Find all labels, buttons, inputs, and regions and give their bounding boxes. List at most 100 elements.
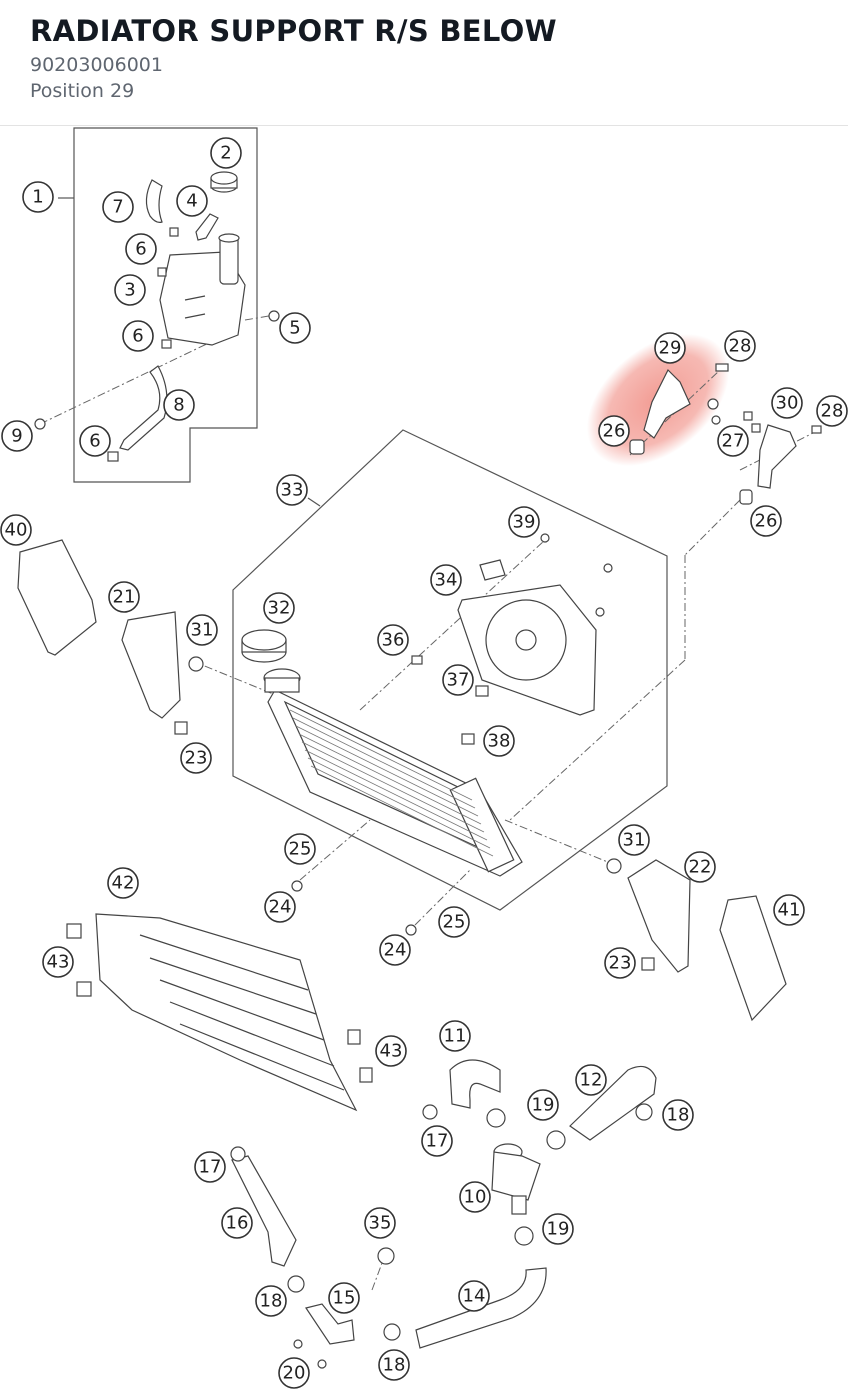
callout[interactable]: 11 bbox=[439, 1020, 471, 1052]
callout[interactable]: 12 bbox=[575, 1064, 607, 1096]
hose-11 bbox=[449, 1059, 501, 1109]
screw-28a bbox=[707, 363, 729, 425]
callout[interactable]: 29 bbox=[654, 332, 686, 364]
callout[interactable]: 23 bbox=[180, 742, 212, 774]
svg-text:29: 29 bbox=[659, 338, 682, 359]
callout[interactable]: 30 bbox=[771, 387, 803, 419]
callout[interactable]: 23 bbox=[604, 947, 636, 979]
callout[interactable]: 5 bbox=[279, 312, 311, 344]
hose-15 bbox=[305, 1303, 355, 1345]
callout[interactable]: 7 bbox=[102, 191, 134, 223]
callout[interactable]: 17 bbox=[421, 1125, 453, 1157]
callout[interactable]: 25 bbox=[284, 833, 316, 865]
radiator-guard-grille bbox=[95, 913, 358, 1112]
callout[interactable]: 15 bbox=[328, 1282, 360, 1314]
left-spoiler bbox=[121, 611, 204, 735]
radiator-fins bbox=[289, 709, 494, 857]
callout[interactable]: 39 bbox=[508, 506, 540, 538]
callout[interactable]: 38 bbox=[483, 725, 515, 757]
svg-text:37: 37 bbox=[447, 670, 470, 691]
callout[interactable]: 21 bbox=[108, 581, 140, 613]
svg-text:33: 33 bbox=[281, 480, 304, 501]
callout[interactable]: 6 bbox=[122, 320, 154, 352]
callout[interactable]: 14 bbox=[458, 1280, 490, 1312]
callout[interactable]: 43 bbox=[42, 946, 74, 978]
tank-cap bbox=[210, 171, 238, 193]
header: RADIATOR SUPPORT R/S BELOW 90203006001 P… bbox=[0, 0, 848, 126]
svg-text:12: 12 bbox=[580, 1070, 603, 1091]
svg-text:22: 22 bbox=[689, 857, 712, 878]
callout[interactable]: 27 bbox=[717, 425, 749, 457]
svg-text:16: 16 bbox=[226, 1213, 249, 1234]
callout[interactable]: 6 bbox=[125, 233, 157, 265]
svg-text:20: 20 bbox=[283, 1363, 306, 1384]
callout[interactable]: 24 bbox=[264, 891, 296, 923]
svg-text:41: 41 bbox=[778, 900, 801, 921]
svg-text:14: 14 bbox=[463, 1286, 486, 1307]
callout[interactable]: 35 bbox=[364, 1207, 396, 1239]
callout[interactable]: 36 bbox=[377, 624, 409, 656]
callout[interactable]: 41 bbox=[773, 894, 805, 926]
radiator-holder bbox=[739, 411, 822, 505]
svg-text:34: 34 bbox=[435, 570, 458, 591]
callout[interactable]: 20 bbox=[278, 1357, 310, 1389]
fan-fasteners bbox=[411, 533, 613, 745]
callout[interactable]: 19 bbox=[527, 1089, 559, 1121]
svg-text:21: 21 bbox=[113, 587, 136, 608]
callout[interactable]: 1 bbox=[22, 181, 54, 213]
callout[interactable]: 26 bbox=[750, 505, 782, 537]
callout[interactable]: 19 bbox=[542, 1213, 574, 1245]
bracket-clip bbox=[195, 213, 219, 241]
callout[interactable]: 34 bbox=[430, 564, 462, 596]
callout[interactable]: 10 bbox=[459, 1181, 491, 1213]
svg-text:19: 19 bbox=[532, 1095, 555, 1116]
callout[interactable]: 43 bbox=[375, 1035, 407, 1067]
callout[interactable]: 24 bbox=[379, 934, 411, 966]
svg-text:24: 24 bbox=[269, 897, 292, 918]
svg-text:7: 7 bbox=[112, 197, 123, 218]
svg-text:1: 1 bbox=[32, 187, 43, 208]
callout[interactable]: 18 bbox=[255, 1285, 287, 1317]
svg-text:39: 39 bbox=[513, 512, 536, 533]
callout[interactable]: 42 bbox=[107, 867, 139, 899]
tank-hose bbox=[119, 365, 168, 451]
svg-text:8: 8 bbox=[173, 395, 184, 416]
callout[interactable]: 32 bbox=[263, 592, 295, 624]
callout[interactable]: 17 bbox=[194, 1151, 226, 1183]
hose-clamps-small bbox=[34, 227, 280, 462]
svg-text:36: 36 bbox=[382, 630, 405, 651]
callout[interactable]: 18 bbox=[378, 1349, 410, 1381]
svg-text:18: 18 bbox=[383, 1355, 406, 1376]
radiator-screws bbox=[291, 880, 417, 936]
callout[interactable]: 16 bbox=[221, 1207, 253, 1239]
svg-text:31: 31 bbox=[623, 830, 646, 851]
callout[interactable]: 3 bbox=[114, 274, 146, 306]
callout[interactable]: 4 bbox=[176, 185, 208, 217]
svg-text:5: 5 bbox=[289, 318, 300, 339]
callout[interactable]: 25 bbox=[438, 906, 470, 938]
callout[interactable]: 6 bbox=[79, 425, 111, 457]
callout[interactable]: 2 bbox=[210, 137, 242, 169]
thermostat-housing bbox=[491, 1143, 541, 1215]
hose-clamps bbox=[230, 1103, 653, 1369]
svg-text:23: 23 bbox=[609, 953, 632, 974]
svg-text:6: 6 bbox=[89, 431, 100, 452]
radiator-cap bbox=[241, 629, 287, 663]
position-label: Position 29 bbox=[30, 80, 135, 102]
callout[interactable]: 31 bbox=[618, 824, 650, 856]
callout[interactable]: 28 bbox=[724, 330, 756, 362]
callout[interactable]: 9 bbox=[1, 420, 33, 452]
callout[interactable]: 31 bbox=[186, 614, 218, 646]
callout[interactable]: 8 bbox=[163, 389, 195, 421]
callout[interactable]: 33 bbox=[276, 474, 308, 506]
callout[interactable]: 40 bbox=[0, 514, 32, 546]
callout[interactable]: 22 bbox=[684, 851, 716, 883]
grille-clips bbox=[66, 923, 373, 1083]
callout[interactable]: 28 bbox=[816, 395, 848, 427]
right-spoiler bbox=[606, 858, 691, 973]
svg-text:19: 19 bbox=[547, 1219, 570, 1240]
callout[interactable]: 18 bbox=[662, 1099, 694, 1131]
callout[interactable]: 26 bbox=[598, 415, 630, 447]
radiator-group-frame bbox=[232, 429, 668, 911]
callout[interactable]: 37 bbox=[442, 664, 474, 696]
